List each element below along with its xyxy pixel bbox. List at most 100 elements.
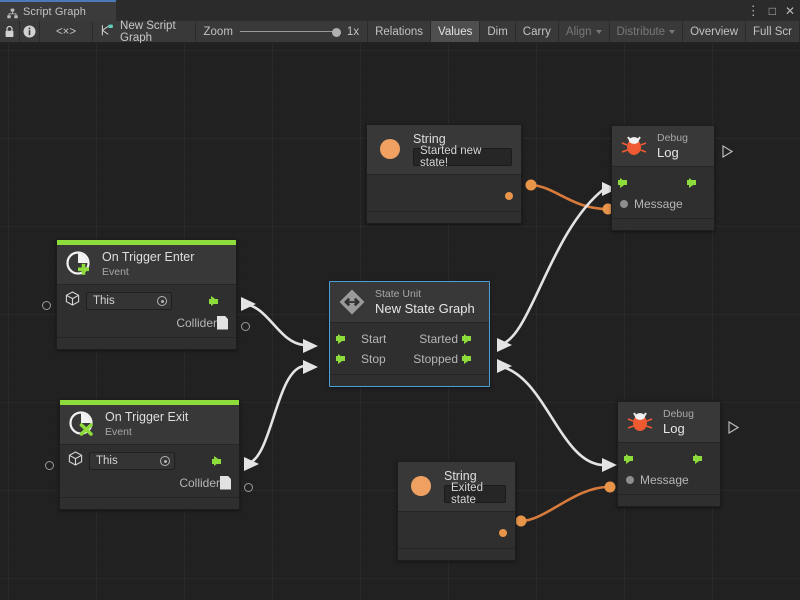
- node-body: This Collider: [60, 445, 239, 497]
- node-header: String Started new state!: [367, 125, 521, 175]
- node-string-top[interactable]: String Started new state!: [366, 124, 522, 224]
- message-input-port[interactable]: [626, 476, 634, 484]
- string-value-output-port[interactable]: [505, 191, 513, 200]
- node-footer: [60, 497, 239, 509]
- node-type-label: Debug: [663, 408, 694, 420]
- chevron-down-icon: [669, 29, 676, 34]
- code-toggle-button[interactable]: <×>: [40, 21, 94, 42]
- wire-string-to-message-top: [528, 183, 609, 211]
- flow-output-connector-bottom[interactable]: [728, 421, 739, 434]
- object-picker-icon[interactable]: [160, 456, 170, 466]
- start-flow-input-icon[interactable]: [336, 333, 345, 344]
- target-object-value: This: [96, 455, 118, 467]
- toolbar-button-align-label: Align: [565, 25, 592, 38]
- flow-output-arrow-icon[interactable]: [209, 296, 218, 306]
- node-type-label: String: [413, 132, 446, 146]
- wire-stopped-to-log-bottom: [497, 364, 605, 467]
- stopped-flow-output-icon[interactable]: [462, 353, 471, 364]
- chevron-down-icon: [595, 29, 602, 34]
- message-input-port[interactable]: [620, 200, 628, 208]
- zoom-slider[interactable]: [239, 26, 341, 38]
- zoom-label: Zoom: [203, 25, 233, 38]
- collider-doc-icon[interactable]: [217, 315, 228, 330]
- node-subtitle-label: Event: [102, 266, 129, 278]
- wire-endpoint-orange: [525, 179, 537, 191]
- node-footer: [367, 211, 521, 223]
- flow-output-arrow-icon[interactable]: [687, 177, 696, 188]
- graph-toolbar: <×> New Script Graph Zoom 1x Relations V…: [0, 20, 800, 44]
- info-icon[interactable]: [20, 21, 41, 42]
- event-remove-icon: [68, 410, 96, 438]
- node-name-label: New State Graph: [375, 301, 475, 316]
- flow-output-arrow-icon[interactable]: [693, 453, 702, 464]
- node-debug-log-bottom[interactable]: Debug Log Message: [617, 401, 721, 507]
- flow-input-arrow-icon[interactable]: [618, 177, 627, 188]
- node-debug-log-top[interactable]: Debug Log Message: [611, 125, 715, 231]
- toolbar-button-dim[interactable]: Dim: [480, 21, 516, 42]
- flow-output-connector-top[interactable]: [722, 145, 733, 158]
- node-string-bottom[interactable]: String Exited state: [397, 461, 516, 561]
- node-on-trigger-exit[interactable]: On Trigger Exit Event This: [59, 399, 240, 510]
- node-state-unit[interactable]: State Unit New State Graph Start Started: [329, 281, 490, 387]
- toolbar-button-align[interactable]: Align: [558, 21, 610, 42]
- wire-arrowhead: [497, 359, 512, 373]
- node-header: Debug Log: [612, 126, 714, 167]
- window-tab-bar: Script Graph ⋮ □ ✕: [0, 0, 800, 21]
- tab-script-graph[interactable]: Script Graph: [0, 0, 116, 21]
- flow-output-arrow-icon[interactable]: [212, 456, 221, 466]
- wire-arrowhead: [303, 360, 318, 374]
- node-header: On Trigger Enter Event: [57, 245, 236, 285]
- script-graph-icon: [7, 6, 18, 19]
- event-add-icon: [65, 250, 93, 278]
- target-object-field[interactable]: This: [89, 452, 175, 470]
- toolbar-button-distribute[interactable]: Distribute: [609, 21, 684, 42]
- stop-flow-input-icon[interactable]: [336, 353, 345, 364]
- enter-target-input-port[interactable]: [42, 301, 51, 310]
- node-subtitle-label: Event: [105, 426, 132, 438]
- string-value-output-port[interactable]: [499, 528, 507, 537]
- node-footer: [618, 494, 720, 506]
- stopped-label: Stopped: [413, 351, 458, 366]
- toolbar-button-distribute-label: Distribute: [616, 25, 666, 38]
- toolbar-button-values[interactable]: Values: [431, 21, 481, 42]
- close-icon[interactable]: ✕: [784, 3, 795, 18]
- toolbar-button-relations[interactable]: Relations: [368, 21, 432, 42]
- lock-icon[interactable]: [0, 21, 21, 42]
- node-on-trigger-enter[interactable]: On Trigger Enter Event This: [56, 239, 237, 350]
- node-header: Debug Log: [618, 402, 720, 443]
- graph-name-field[interactable]: New Script Graph: [93, 20, 196, 44]
- wire-arrowhead: [602, 458, 617, 472]
- string-value-input[interactable]: Started new state!: [413, 145, 512, 169]
- node-header: String Exited state: [398, 462, 515, 512]
- target-object-field[interactable]: This: [86, 292, 172, 310]
- kebab-menu-icon[interactable]: ⋮: [746, 3, 760, 18]
- window-controls: ⋮ □ ✕: [747, 2, 795, 19]
- maximize-icon[interactable]: □: [768, 3, 776, 18]
- zoom-slider-knob[interactable]: [331, 27, 341, 37]
- debug-bug-icon: [626, 408, 654, 436]
- object-picker-icon[interactable]: [157, 296, 167, 306]
- toolbar-button-fullscreen[interactable]: Full Scr: [746, 21, 800, 42]
- exit-target-input-port[interactable]: [45, 461, 54, 470]
- exit-collider-output-port[interactable]: [244, 483, 253, 492]
- collider-label: Collider: [179, 475, 220, 490]
- started-flow-output-icon[interactable]: [462, 333, 471, 344]
- tab-label: Script Graph: [23, 5, 86, 18]
- graph-canvas[interactable]: String Started new state!: [0, 43, 800, 600]
- toolbar-button-overview[interactable]: Overview: [683, 21, 747, 42]
- node-type-label: State Unit: [375, 288, 422, 300]
- collider-doc-icon[interactable]: [220, 475, 231, 490]
- zoom-value-label: 1x: [346, 25, 360, 38]
- node-body: [367, 175, 521, 211]
- target-object-value: This: [93, 295, 115, 307]
- string-value-input[interactable]: Exited state: [444, 482, 506, 506]
- state-unit-icon: [338, 288, 366, 316]
- flow-input-arrow-icon[interactable]: [624, 453, 633, 464]
- event-accent-bar: [60, 400, 239, 405]
- enter-collider-output-port[interactable]: [241, 322, 250, 331]
- debug-bug-icon: [620, 132, 648, 160]
- zoom-slider-track: [239, 31, 340, 32]
- toolbar-button-carry[interactable]: Carry: [515, 21, 559, 42]
- node-name-label: Log: [663, 421, 685, 436]
- string-orange-dot-icon: [407, 472, 435, 500]
